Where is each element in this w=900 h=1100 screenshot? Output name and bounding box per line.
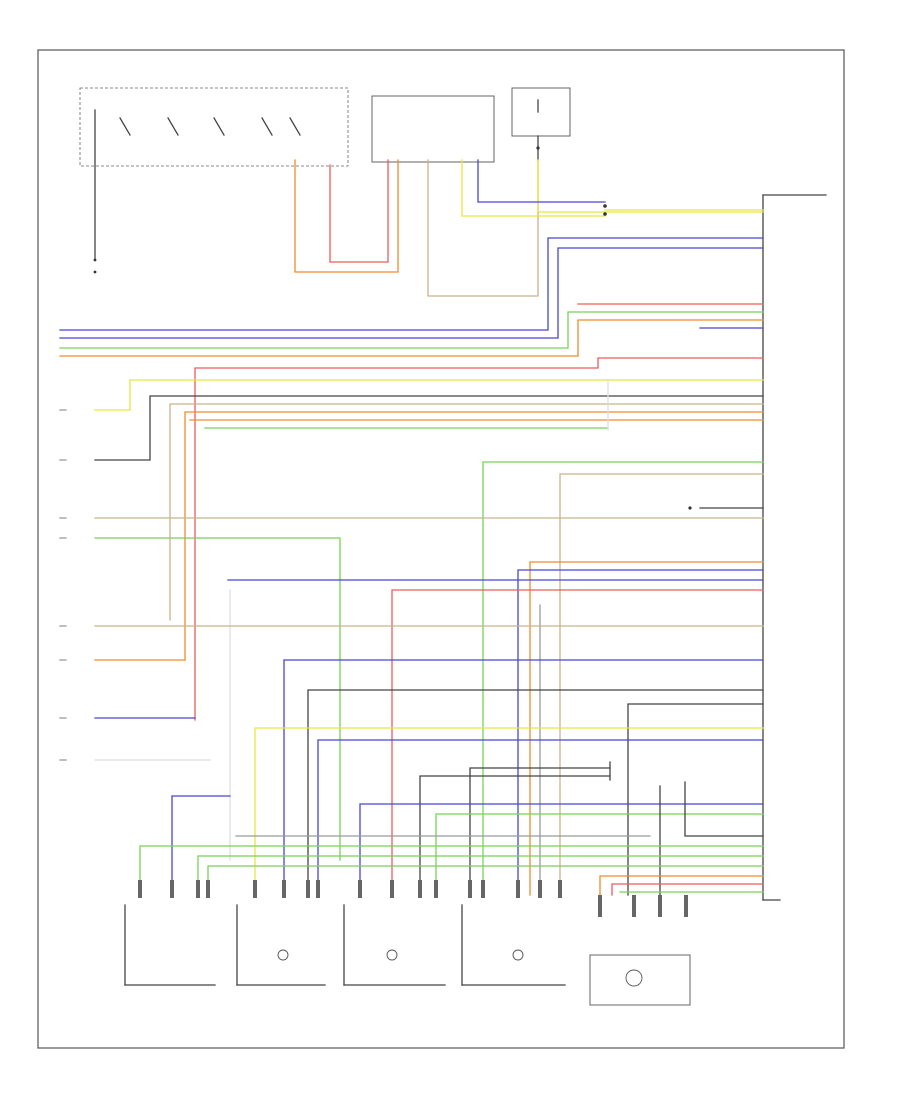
wire-yellow-1 (94, 379, 764, 411)
wire-orange-4 (529, 561, 764, 896)
wire-black-6 (684, 781, 764, 837)
wire-green-8 (207, 865, 764, 896)
wire-blue-lumbar (477, 159, 606, 203)
left-connector-ticks (59, 409, 67, 761)
wire-tan-1 (169, 403, 764, 621)
wire-yellow-fuse (537, 159, 764, 213)
seat-control-module (762, 194, 827, 901)
wire-blue-9 (359, 803, 764, 896)
lumbar-switch (371, 95, 495, 163)
wire-green-3 (482, 461, 764, 896)
wire-yellow-lumbar (461, 159, 606, 217)
wire-blue-2 (59, 247, 764, 339)
wire-blue-10 (171, 795, 231, 896)
wire-green-6 (139, 845, 764, 896)
motor-5 (589, 954, 691, 1006)
motor-1 (124, 904, 216, 986)
wire-tan-top (427, 159, 539, 297)
wire-red-3 (391, 589, 764, 896)
wire-tan-2 (559, 473, 764, 896)
diagram-frame (37, 49, 845, 1049)
wire-pink-top (329, 159, 389, 263)
wire-orange-1 (59, 319, 764, 357)
driver-seat-switch (79, 87, 349, 274)
wire-blue-8 (317, 739, 764, 896)
fuse-box (511, 87, 571, 161)
connector-pins (138, 880, 688, 917)
motor-3 (343, 904, 446, 986)
wire-red-2 (194, 357, 764, 721)
wire-orange-6 (599, 875, 764, 896)
wire-black-4 (469, 767, 611, 896)
wire-orange-top (294, 159, 399, 273)
wire-green-5 (435, 813, 764, 896)
wire-black-1 (94, 395, 764, 461)
wire-blue-1 (59, 237, 764, 331)
motor-4 (461, 904, 566, 986)
wire-orange-2 (184, 411, 764, 661)
wire-yellow-2 (254, 727, 764, 896)
wire-blue-4 (517, 569, 764, 896)
wire-blue-7 (283, 659, 764, 896)
wire-black-2 (307, 689, 764, 896)
wire-red-4 (611, 883, 764, 896)
wire-black-5 (419, 775, 611, 896)
wire-green-1 (59, 311, 764, 349)
wire-green-4 (94, 537, 341, 861)
wire-black-3 (627, 703, 764, 896)
motor-2 (236, 904, 326, 986)
